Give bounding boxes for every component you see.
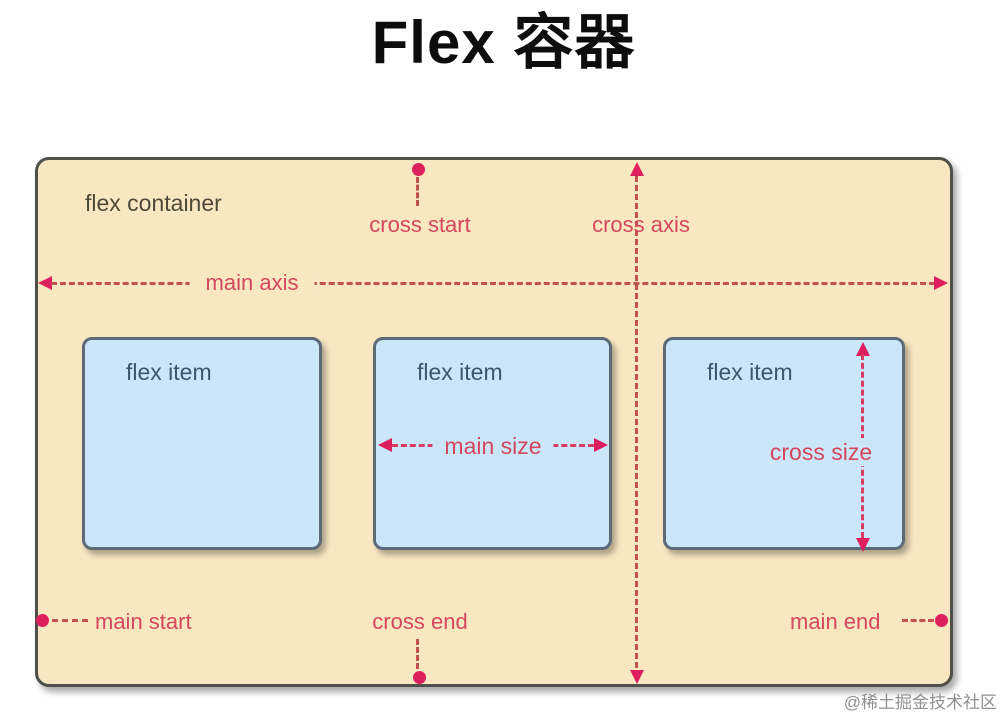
main-axis-label: main axis xyxy=(189,269,315,297)
page-title: Flex 容器 xyxy=(371,9,636,76)
flex-item-1-label: flex item xyxy=(126,359,212,385)
main-start-dot-icon xyxy=(36,614,49,627)
cross-axis-dashed-line xyxy=(635,176,638,668)
main-axis-arrow-left-icon xyxy=(38,276,52,290)
main-start-label: main start xyxy=(95,609,192,634)
cross-size-arrow-up-icon xyxy=(856,342,870,356)
flex-item-3: flex item cross size xyxy=(663,337,905,552)
cross-axis-arrow-up-icon xyxy=(630,162,644,176)
cross-end-dashed-line xyxy=(416,639,419,669)
cross-start-label: cross start xyxy=(369,212,471,237)
main-end-dashed-line xyxy=(902,619,934,622)
cross-start-dot-icon xyxy=(412,163,425,176)
main-start-dashed-line xyxy=(52,619,88,622)
main-size-arrow-left-icon xyxy=(378,438,392,452)
cross-size-arrow-down-icon xyxy=(856,538,870,552)
flex-item-2: flex item main size xyxy=(373,337,612,550)
main-axis-dashed-line xyxy=(51,282,935,285)
cross-axis-arrow-down-icon xyxy=(630,670,644,684)
flex-container-label: flex container xyxy=(85,190,222,216)
flex-item-2-label: flex item xyxy=(417,359,503,385)
main-end-label: main end xyxy=(790,609,881,634)
main-size-arrow-right-icon xyxy=(594,438,608,452)
cross-axis-label: cross axis xyxy=(592,212,690,237)
main-size-label: main size xyxy=(432,432,554,460)
cross-end-label: cross end xyxy=(372,609,468,634)
main-axis-arrow-right-icon xyxy=(934,276,948,290)
cross-start-dashed-line xyxy=(416,177,419,206)
flex-item-3-label: flex item xyxy=(707,359,793,385)
main-end-dot-icon xyxy=(935,614,948,627)
cross-size-label: cross size xyxy=(761,438,881,466)
flex-item-1: flex item xyxy=(82,337,322,550)
watermark: @稀土掘金技术社区 xyxy=(843,693,997,712)
cross-end-dot-icon xyxy=(413,671,426,684)
flex-container-box: flex container cross start cross axis ma… xyxy=(35,157,953,687)
